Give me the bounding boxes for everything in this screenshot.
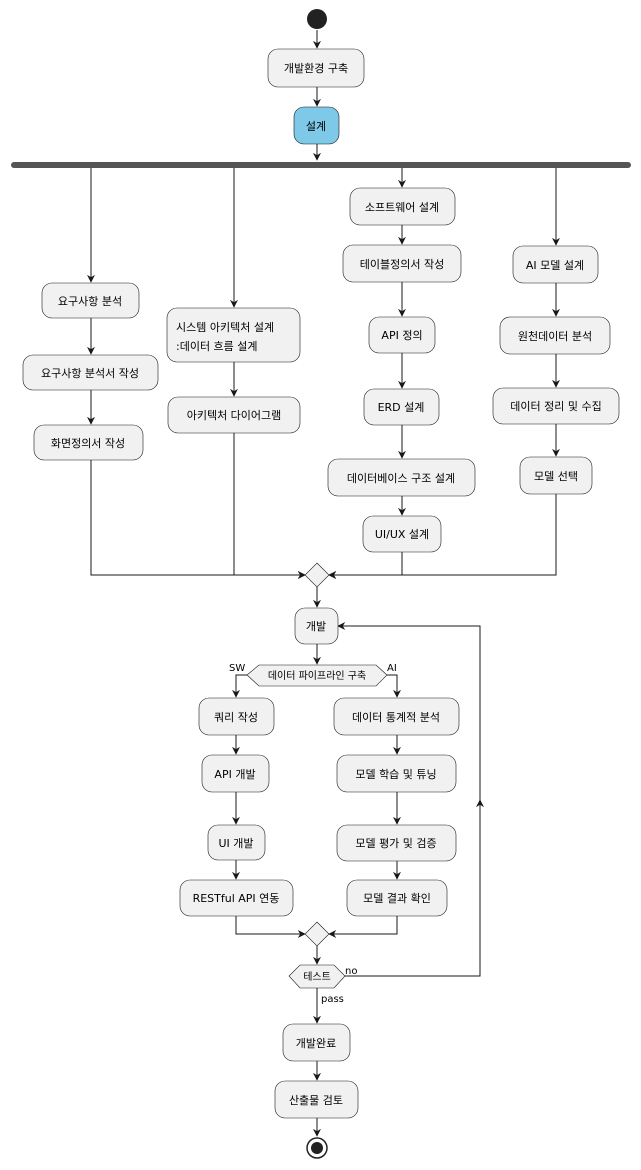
- node-table-doc: 테이블정의서 작성: [342, 244, 462, 283]
- node-software-design: 소프트웨어 설계: [349, 187, 456, 226]
- node-model-evaluation: 모델 평가 및 검증: [336, 824, 457, 862]
- svg-text::데이터 흐름 설계: :데이터 흐름 설계: [176, 340, 258, 353]
- merge-diamond-2: [304, 921, 330, 947]
- node-ai-model-design: AI 모델 설계: [512, 245, 599, 284]
- node-raw-data-analysis: 원천데이터 분석: [499, 316, 611, 355]
- pipeline-decision-label: 데이터 파이프라인 구축: [268, 670, 366, 682]
- sw-branch-label: SW: [229, 663, 245, 674]
- node-design: 설계: [293, 106, 340, 145]
- svg-text:ERD 설계: ERD 설계: [378, 401, 425, 414]
- svg-text:화면정의서 작성: 화면정의서 작성: [51, 437, 125, 450]
- node-requirements: 요구사항 분석: [41, 282, 140, 319]
- svg-text:개발: 개발: [306, 620, 326, 633]
- test-decision-label: 테스트: [303, 971, 331, 983]
- svg-text:아키텍처 다이어그램: 아키텍처 다이어그램: [187, 409, 282, 422]
- pipeline-decision: 데이터 파이프라인 구축: [246, 664, 388, 687]
- svg-text:쿼리 작성: 쿼리 작성: [214, 711, 258, 724]
- node-model-result: 모델 결과 확인: [346, 879, 448, 917]
- node-model-selection: 모델 선택: [519, 456, 593, 495]
- svg-text:모델 결과 확인: 모델 결과 확인: [363, 892, 431, 905]
- node-statistical-analysis: 데이터 통계적 분석: [333, 697, 460, 736]
- svg-text:RESTful API 연동: RESTful API 연동: [193, 892, 280, 905]
- node-db-design: 데이터베이스 구조 설계: [327, 458, 476, 497]
- svg-text:원천데이터 분석: 원천데이터 분석: [518, 329, 592, 343]
- svg-text:API 개발: API 개발: [214, 768, 255, 781]
- node-model-training: 모델 학습 및 튜닝: [336, 754, 457, 793]
- node-api-definition: API 정의: [368, 316, 436, 354]
- node-system-architecture: 시스템 아키텍처 설계 :데이터 흐름 설계: [166, 307, 301, 363]
- svg-text:요구사항 분석: 요구사항 분석: [58, 295, 122, 308]
- svg-text:데이터베이스 구조 설계: 데이터베이스 구조 설계: [347, 472, 455, 485]
- node-development: 개발: [294, 607, 339, 645]
- start-node: [307, 9, 327, 29]
- end-node: [306, 1137, 328, 1159]
- svg-text:UI/UX 설계: UI/UX 설계: [375, 528, 429, 541]
- pass-branch-label: pass: [321, 994, 344, 1005]
- node-ui-development: UI 개발: [207, 824, 266, 861]
- svg-text:AI 모델 설계: AI 모델 설계: [526, 259, 584, 272]
- node-requirements-doc: 요구사항 분석서 작성: [22, 354, 159, 391]
- node-api-development: API 개발: [201, 754, 270, 793]
- svg-text:개발환경 구축: 개발환경 구축: [284, 62, 348, 75]
- svg-text:데이터 통계적 분석: 데이터 통계적 분석: [352, 711, 440, 724]
- svg-text:시스템 아키텍처 설계: 시스템 아키텍처 설계: [176, 321, 274, 334]
- node-setup: 개발환경 구축: [267, 48, 365, 88]
- svg-text:UI 개발: UI 개발: [218, 837, 253, 850]
- svg-text:모델 선택: 모델 선택: [534, 470, 578, 483]
- svg-text:산출물 검토: 산출물 검토: [289, 1094, 343, 1107]
- node-architecture-diagram: 아키텍처 다이어그램: [167, 396, 301, 434]
- svg-text:테이블정의서 작성: 테이블정의서 작성: [360, 258, 444, 271]
- svg-text:모델 학습 및 튜닝: 모델 학습 및 튜닝: [355, 768, 436, 781]
- fork-bar: [11, 162, 631, 168]
- edges: [87, 30, 560, 1137]
- node-uiux-design: UI/UX 설계: [362, 515, 442, 553]
- node-erd-design: ERD 설계: [363, 388, 440, 426]
- no-branch-label: no: [345, 966, 357, 977]
- node-query-writing: 쿼리 작성: [198, 697, 275, 736]
- ai-branch-label: AI: [387, 663, 397, 674]
- svg-text:소프트웨어 설계: 소프트웨어 설계: [365, 201, 439, 214]
- svg-text:데이터 정리 및 수집: 데이터 정리 및 수집: [510, 400, 601, 413]
- svg-text:모델 평가 및 검증: 모델 평가 및 검증: [355, 837, 436, 850]
- svg-text:요구사항 분석서 작성: 요구사항 분석서 작성: [41, 367, 139, 380]
- svg-text:설계: 설계: [306, 120, 326, 133]
- svg-text:개발완료: 개발완료: [296, 1037, 336, 1050]
- svg-text:API 정의: API 정의: [381, 329, 422, 342]
- node-restful-api: RESTful API 연동: [179, 879, 294, 917]
- test-decision: 테스트: [288, 964, 346, 989]
- node-screen-doc: 화면정의서 작성: [33, 424, 144, 461]
- node-dev-complete: 개발완료: [282, 1023, 351, 1062]
- node-deliverable-review: 산출물 검토: [274, 1080, 359, 1119]
- node-data-cleaning: 데이터 정리 및 수집: [492, 387, 620, 425]
- merge-diamond-1: [304, 562, 330, 588]
